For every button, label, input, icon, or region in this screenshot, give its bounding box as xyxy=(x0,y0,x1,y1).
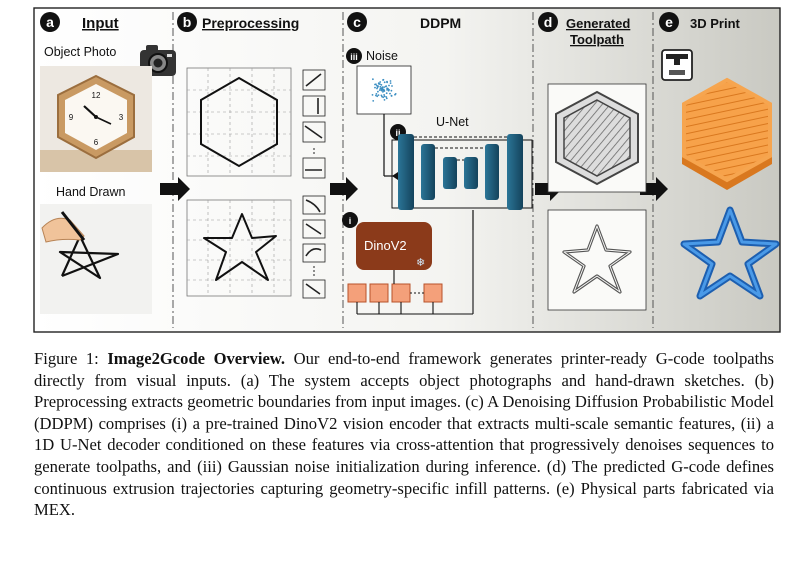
noise-dot xyxy=(388,84,390,87)
noise-sample xyxy=(356,65,412,115)
panel-title-e: 3D Print xyxy=(690,16,741,31)
hexagon-toolpath xyxy=(547,83,647,193)
noise-dot xyxy=(376,95,379,98)
noise-dot xyxy=(375,94,377,97)
noise-dot xyxy=(382,91,384,93)
noise-dot xyxy=(376,86,379,89)
noise-dot xyxy=(394,93,397,95)
hexagon-segments xyxy=(302,69,326,179)
hand-drawn-label: Hand Drawn xyxy=(56,185,126,199)
noise-dot xyxy=(385,97,388,100)
printed-star xyxy=(680,206,780,300)
noise-dot xyxy=(390,95,393,97)
snowflake-icon: ❄ xyxy=(416,256,425,269)
star-toolpath xyxy=(547,209,647,311)
panel-header-b: b Preprocessing xyxy=(177,12,299,32)
noise-dot xyxy=(375,83,377,86)
noise-dot xyxy=(390,89,393,92)
noise-dot xyxy=(380,84,383,86)
star-segments xyxy=(302,195,326,299)
noise-dot xyxy=(385,92,388,95)
noise-dot xyxy=(383,94,385,96)
printed-hexagon xyxy=(682,77,772,190)
printer-icon xyxy=(661,49,693,81)
panel-title-b: Preprocessing xyxy=(202,15,299,31)
figure-caption: Figure 1: Image2Gcode Overview. Our end-… xyxy=(34,348,774,521)
clock-photo: 12 3 6 9 xyxy=(40,66,152,172)
panel-header-c: c DDPM xyxy=(347,12,461,32)
noise-dot xyxy=(386,80,388,83)
hand-drawn-sketch xyxy=(40,204,152,314)
noise-dot xyxy=(391,85,393,87)
noise-dot xyxy=(374,86,376,89)
noise-label: Noise xyxy=(366,49,398,63)
step-iii-badge: iii xyxy=(350,52,358,62)
clock-number-12: 12 xyxy=(92,91,101,100)
noise-dot xyxy=(383,81,386,84)
noise-dot xyxy=(376,84,378,87)
overview-figure: a Input b Preprocessing c DDPM d Generat… xyxy=(33,7,781,333)
dinov2-encoder: DinoV2 ❄ xyxy=(356,222,432,270)
noise-dot xyxy=(381,95,383,98)
panel-title-d2: Toolpath xyxy=(570,32,624,47)
noise-dot xyxy=(389,92,391,95)
noise-dot xyxy=(377,82,380,85)
unet-block xyxy=(383,114,533,230)
unet-label: U-Net xyxy=(436,115,469,129)
caption-prefix: Figure 1: xyxy=(34,349,108,368)
noise-step-iii: iii Noise xyxy=(346,48,398,64)
noise-dot xyxy=(375,93,378,95)
noise-dot xyxy=(389,80,392,82)
clock-number-6: 6 xyxy=(94,138,99,147)
noise-dot xyxy=(384,85,387,88)
noise-dot xyxy=(379,88,382,90)
caption-text: Our end-to-end framework generates print… xyxy=(34,349,774,520)
step-ii-badge: ii xyxy=(395,128,400,138)
star-boundary xyxy=(186,199,292,297)
noise-dot xyxy=(383,95,386,98)
panel-header-e: e 3D Print xyxy=(659,12,741,32)
feature-maps xyxy=(347,230,474,315)
panel-letter-e: e xyxy=(665,14,673,30)
noise-dot xyxy=(381,87,383,89)
noise-dot xyxy=(388,89,390,91)
noise-dot xyxy=(377,94,380,96)
panel-letter-b: b xyxy=(183,14,192,30)
noise-dot xyxy=(372,78,374,81)
object-photo-label: Object Photo xyxy=(44,45,116,59)
noise-dot xyxy=(383,86,385,88)
step-i-badge: i xyxy=(349,216,352,226)
panel-header-a: a Input xyxy=(40,12,119,32)
panel-letter-c: c xyxy=(353,14,361,30)
noise-dot xyxy=(383,99,386,101)
noise-dot xyxy=(389,82,392,84)
noise-dot xyxy=(383,89,385,91)
noise-dot xyxy=(385,96,388,98)
clock-number-3: 3 xyxy=(119,113,124,122)
hexagon-boundary xyxy=(186,67,292,177)
encoder-step-i: i xyxy=(342,212,358,228)
panel-title-d: Generated xyxy=(566,16,630,31)
panel-letter-a: a xyxy=(46,14,54,30)
noise-dot xyxy=(386,89,388,91)
panel-letter-d: d xyxy=(544,14,553,30)
noise-dot xyxy=(379,85,382,88)
noise-dot xyxy=(372,100,375,102)
noise-dot xyxy=(379,81,382,83)
caption-title: Image2Gcode Overview. xyxy=(107,349,286,368)
panel-header-d: d Generated Toolpath xyxy=(538,12,630,47)
noise-dot xyxy=(377,90,379,93)
clock-number-9: 9 xyxy=(69,113,74,122)
noise-dot xyxy=(382,78,385,81)
noise-dot xyxy=(371,94,374,96)
panel-title-c: DDPM xyxy=(420,15,461,31)
panel-title-a: Input xyxy=(82,15,119,32)
encoder-label: DinoV2 xyxy=(364,238,407,253)
noise-dot xyxy=(386,87,388,90)
